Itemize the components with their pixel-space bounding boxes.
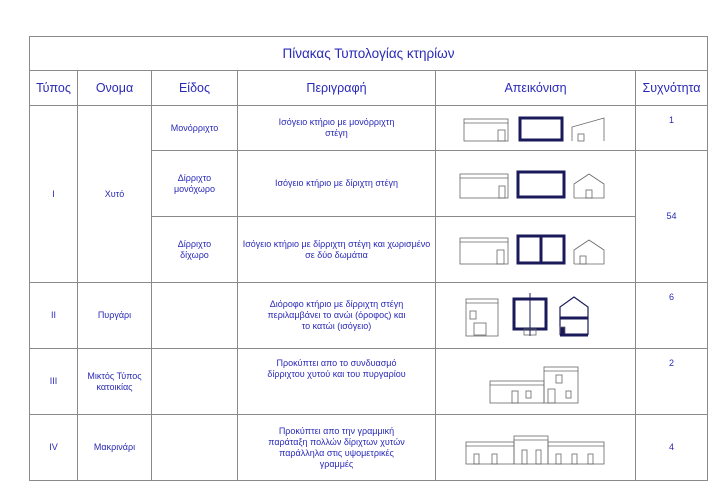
kind-cell: Δίρριχτο δίχωρο <box>151 216 238 283</box>
type-cell: I <box>29 105 78 283</box>
illustration-cell <box>435 105 636 151</box>
type-cell: III <box>29 348 78 415</box>
description-cell: Ισόγειο κτήριο με δίρριχτη στέγη και χωρ… <box>237 216 436 283</box>
name-cell: Μικτός Τύπος κατοικίας <box>77 348 152 415</box>
tower-house-drawing <box>465 292 589 336</box>
description-cell: Προκύπτει απο το συνδυασμό δίρριχτου χυτ… <box>237 348 436 415</box>
table-row: Δίρριχτο δίχωρο Ισόγειο κτήριο με δίρριχ… <box>30 216 708 283</box>
description-cell: Ισόγειο κτήριο με δίριχτη στέγη <box>237 150 436 217</box>
kind-cell: Μονόρριχτο <box>151 105 238 151</box>
kind-cell: Δίρριχτο μονόχωρο <box>151 150 238 217</box>
mixed-type-drawing <box>489 366 578 403</box>
table-row: I Χυτό Μονόρριχτο Ισόγειο κτήριο με μονό… <box>29 105 708 283</box>
kind-cell <box>151 414 238 481</box>
table-row: IV Μακρινάρι Προκύπτει απο την γραμμική … <box>29 414 708 481</box>
header-name: Ονομα <box>77 70 152 106</box>
illustration-cell <box>435 150 636 217</box>
illustration-cell <box>435 216 636 283</box>
type-cell: II <box>29 282 78 349</box>
typology-table: Πίνακας Τυπολογίας κτηρίων Τύπος Ονομα Ε… <box>29 36 708 481</box>
mono-pitched-building-drawing <box>463 116 604 142</box>
two-room-gable-building-drawing <box>459 234 604 264</box>
name-cell: Χυτό <box>77 105 152 283</box>
kind-cell <box>151 282 238 349</box>
header-frequency: Συχνότητα <box>635 70 708 106</box>
table-title: Πίνακας Τυπολογίας κτηρίων <box>29 36 708 71</box>
header-type: Τύπος <box>29 70 78 106</box>
frequency-cell: 2 <box>635 348 708 415</box>
gable-building-drawing <box>459 170 604 198</box>
header-description: Περιγραφή <box>237 70 436 106</box>
frequency-cell: 1 <box>635 105 708 151</box>
kind-cell <box>151 348 238 415</box>
frequency-cell: 54 <box>635 150 708 283</box>
name-cell: Πυργάρι <box>77 282 152 349</box>
table-row: III Μικτός Τύπος κατοικίας Προκύπτει απο… <box>29 348 708 415</box>
illustration-cell <box>435 282 636 349</box>
table-row: II Πυργάρι Διόροφο κτήριο με δίρριχτη στ… <box>29 282 708 349</box>
illustration-cell <box>435 348 636 415</box>
table-row: Δίρριχτο μονόχωρο Ισόγειο κτήριο με δίρι… <box>30 150 708 283</box>
description-cell: Ισόγειο κτήριο με μονόρριχτη στέγη <box>237 105 436 151</box>
description-cell: Προκύπτει απο την γραμμική παράταξη πολλ… <box>237 414 436 481</box>
type-cell: IV <box>29 414 78 481</box>
frequency-cell: 6 <box>635 282 708 349</box>
illustration-cell <box>435 414 636 481</box>
row-house-drawing <box>465 435 604 464</box>
frequency-cell: 4 <box>635 414 708 481</box>
header-kind: Είδος <box>151 70 238 106</box>
name-cell: Μακρινάρι <box>77 414 152 481</box>
header-illustration: Απεικόνιση <box>435 70 636 106</box>
description-cell: Διόροφο κτήριο με δίρριχτη στέγη περιλαμ… <box>237 282 436 349</box>
